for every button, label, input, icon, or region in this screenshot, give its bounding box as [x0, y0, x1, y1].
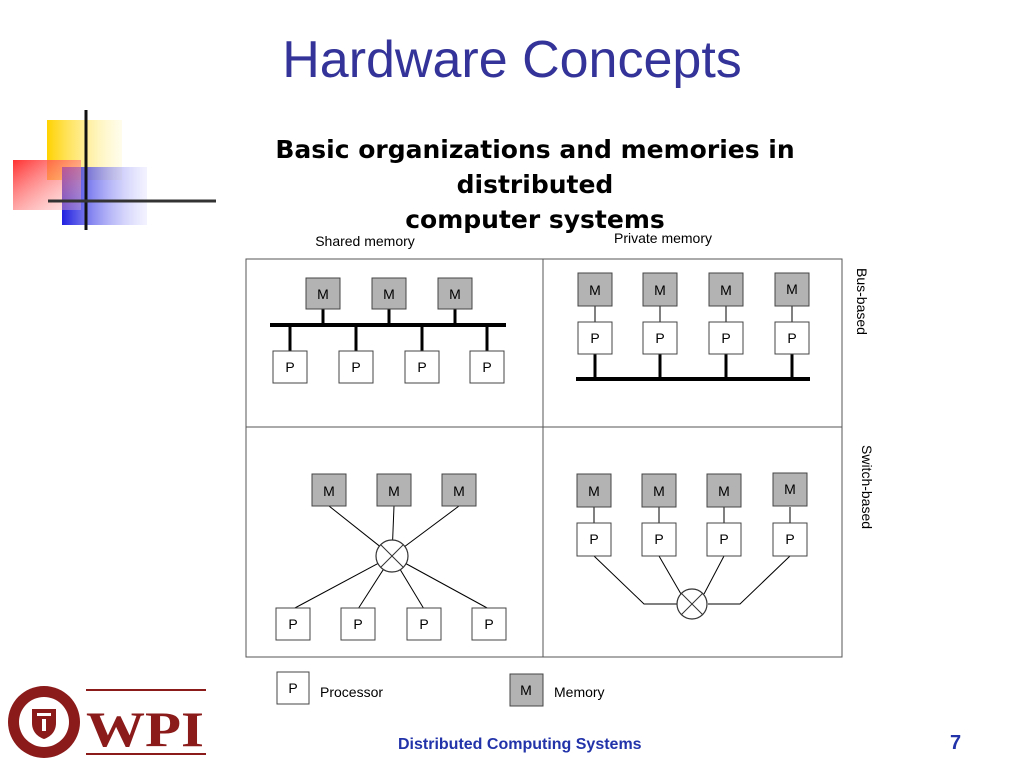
- svg-text:M: M: [388, 483, 400, 499]
- memory-box: M: [576, 473, 612, 508]
- processor-box: P: [642, 321, 678, 355]
- quadrant-private-bus: M M M M P P P P: [576, 272, 810, 381]
- svg-text:M: M: [784, 481, 796, 497]
- legend-processor-box-label: P: [288, 680, 297, 696]
- legend: P Processor M Memory: [276, 671, 605, 707]
- processor-box: P: [708, 321, 744, 355]
- processor-box: P: [471, 607, 507, 641]
- slide-title: Hardware Concepts: [282, 31, 742, 89]
- svg-text:P: P: [353, 616, 362, 632]
- memory-box: M: [642, 272, 678, 307]
- svg-text:P: P: [589, 531, 598, 547]
- wpi-seal-icon: [8, 686, 80, 758]
- svg-text:P: P: [285, 359, 294, 375]
- memory-box: M: [706, 473, 742, 508]
- legend-memory: M Memory: [509, 673, 605, 707]
- svg-text:M: M: [653, 483, 665, 499]
- svg-text:M: M: [720, 282, 732, 298]
- legend-processor: P Processor: [276, 671, 383, 705]
- row-label-switch-based: Switch-based: [859, 445, 875, 529]
- quadrant-shared-bus: M M M P P P P: [270, 277, 506, 384]
- processor-box: P: [272, 350, 308, 384]
- svg-text:P: P: [419, 616, 428, 632]
- processor-box: P: [338, 350, 374, 384]
- svg-text:M: M: [588, 483, 600, 499]
- memory-box: M: [311, 473, 347, 507]
- svg-text:P: P: [417, 359, 426, 375]
- memory-box: M: [708, 272, 744, 307]
- header-private-memory: Private memory: [614, 230, 712, 246]
- svg-text:M: M: [323, 483, 335, 499]
- processor-box: P: [406, 607, 442, 641]
- crossbar-switch-icon: [375, 539, 409, 573]
- processor-box: P: [706, 522, 742, 557]
- svg-text:M: M: [449, 286, 461, 302]
- quadrant-shared-switch: M M M P P P P: [275, 473, 507, 641]
- memory-box: M: [437, 277, 473, 310]
- svg-text:P: P: [484, 616, 493, 632]
- svg-text:M: M: [589, 282, 601, 298]
- svg-text:M: M: [453, 483, 465, 499]
- wpi-logo-text: WPI: [86, 701, 204, 757]
- svg-text:M: M: [786, 281, 798, 297]
- svg-text:P: P: [719, 531, 728, 547]
- svg-text:P: P: [721, 330, 730, 346]
- legend-memory-box-label: M: [520, 682, 532, 698]
- legend-memory-text: Memory: [554, 684, 605, 700]
- processor-box: P: [577, 321, 613, 355]
- processor-box: P: [404, 350, 440, 384]
- memory-box: M: [371, 277, 407, 310]
- header-shared-memory: Shared memory: [315, 233, 415, 249]
- svg-text:P: P: [590, 330, 599, 346]
- subtitle-line-2: computer systems: [405, 205, 665, 234]
- wpi-logo: WPI: [8, 686, 206, 758]
- quadrant-private-switch: M M M M P P P P: [576, 472, 808, 620]
- svg-text:P: P: [351, 359, 360, 375]
- svg-text:P: P: [787, 330, 796, 346]
- svg-text:P: P: [288, 616, 297, 632]
- processor-box: P: [774, 321, 810, 355]
- diagram-frame: [245, 258, 843, 658]
- memory-box: M: [441, 473, 477, 507]
- svg-text:P: P: [482, 359, 491, 375]
- svg-text:M: M: [654, 282, 666, 298]
- svg-text:M: M: [383, 286, 395, 302]
- subtitle-line-1: Basic organizations and memories in dist…: [275, 135, 795, 199]
- corner-decoration: [13, 110, 216, 230]
- page-number: 7: [950, 732, 962, 754]
- svg-text:M: M: [317, 286, 329, 302]
- memory-box: M: [641, 473, 677, 508]
- legend-processor-text: Processor: [320, 684, 383, 700]
- svg-text:P: P: [655, 330, 664, 346]
- svg-text:P: P: [654, 531, 663, 547]
- processor-box: P: [641, 522, 677, 557]
- memory-box: M: [305, 277, 341, 310]
- processor-box: P: [469, 350, 505, 384]
- memory-box: M: [774, 272, 810, 307]
- processor-box: P: [275, 607, 311, 641]
- svg-text:P: P: [785, 531, 794, 547]
- processor-box: P: [576, 522, 612, 557]
- processor-box: P: [340, 607, 376, 641]
- row-label-bus-based: Bus-based: [854, 268, 870, 335]
- processor-box: P: [772, 522, 808, 557]
- memory-box: M: [772, 472, 808, 507]
- svg-text:M: M: [718, 483, 730, 499]
- crossbar-switch-icon: [676, 588, 708, 620]
- slide-subtitle: Basic organizations and memories in dist…: [200, 132, 870, 237]
- memory-box: M: [376, 473, 412, 507]
- memory-box: M: [577, 272, 613, 307]
- footer-title: Distributed Computing Systems: [398, 736, 642, 753]
